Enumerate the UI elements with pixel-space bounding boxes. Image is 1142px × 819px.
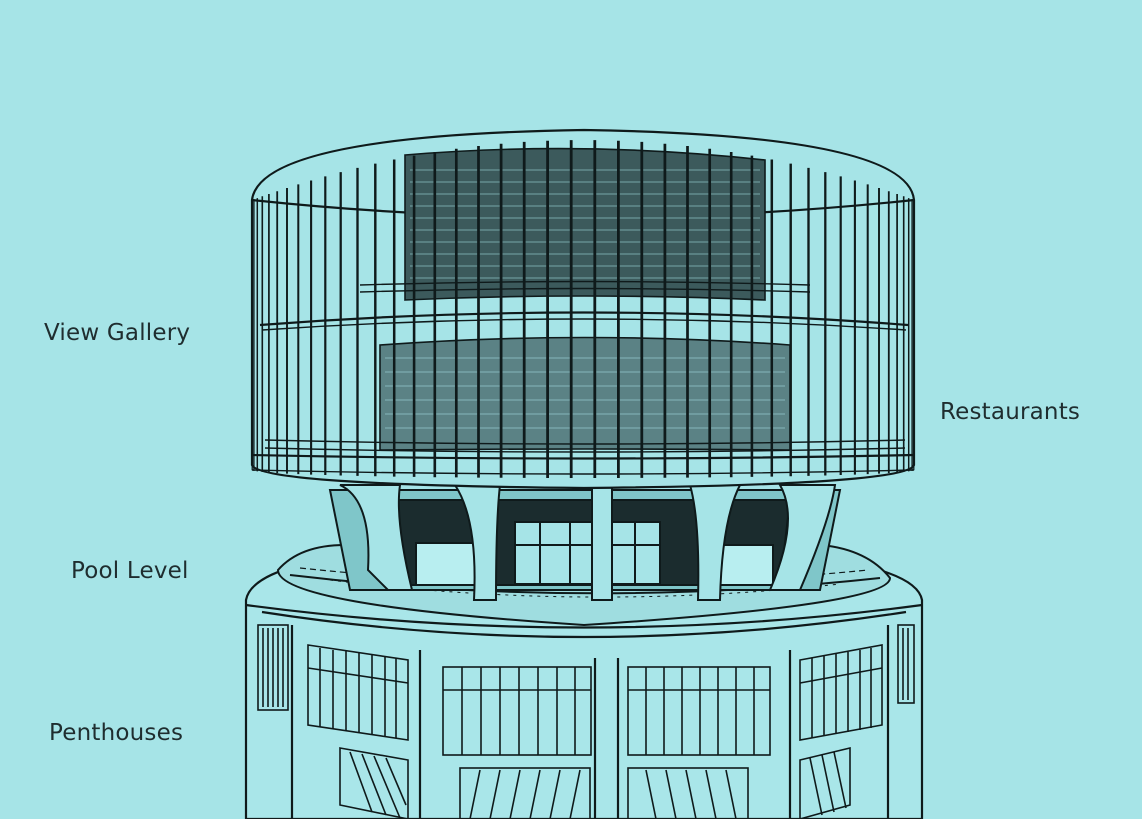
upper-drum: [252, 130, 914, 488]
label-restaurants: Restaurants: [940, 399, 1080, 425]
label-view-gallery: View Gallery: [44, 320, 190, 346]
label-penthouses: Penthouses: [49, 720, 183, 746]
pool-level-structure: [330, 485, 840, 600]
label-pool-level: Pool Level: [71, 558, 189, 584]
